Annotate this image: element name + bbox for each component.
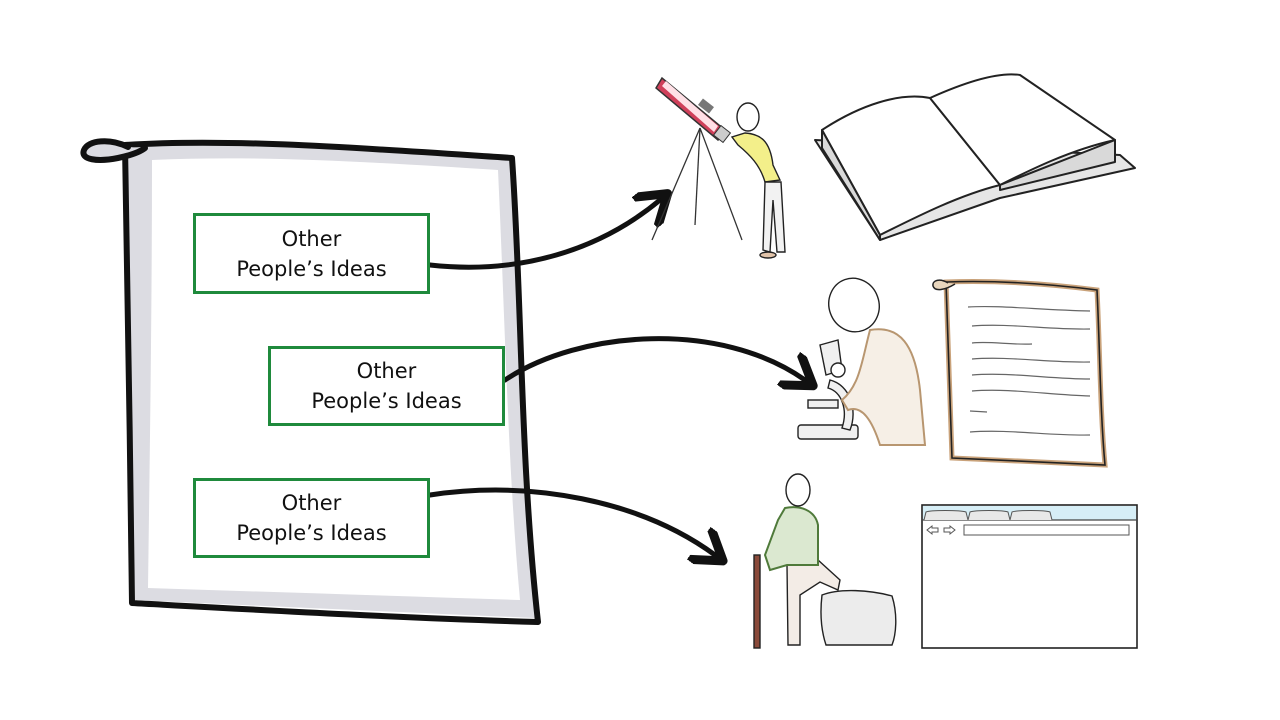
forward-arrow-icon <box>943 524 956 536</box>
browser-tab-2 <box>967 510 1011 521</box>
idea-box-line1: Other <box>356 359 417 383</box>
scroll-curl <box>80 138 148 163</box>
web-browser-window <box>921 504 1138 649</box>
idea-box-line1: Other <box>281 491 342 515</box>
idea-box-3: Other People’s Ideas <box>193 478 430 558</box>
microscope <box>797 339 859 440</box>
astronomer <box>730 102 786 259</box>
idea-box-2: Other People’s Ideas <box>268 346 505 426</box>
arrow-to-explorer <box>427 487 715 555</box>
explorer-head <box>785 473 811 507</box>
tripod <box>651 127 743 241</box>
astronomer-with-telescope <box>651 76 786 259</box>
browser-tab-3 <box>1009 510 1053 521</box>
idea-box-line2: People’s Ideas <box>236 256 387 281</box>
rock <box>820 589 897 646</box>
walking-stick <box>753 554 761 649</box>
scientist-with-microscope <box>797 277 927 446</box>
idea-box-line2: People’s Ideas <box>311 389 462 413</box>
address-bar <box>963 524 1130 536</box>
written-scroll <box>932 278 1108 468</box>
scroll-outline <box>122 139 541 625</box>
explorer-on-rock <box>753 473 897 649</box>
idea-box-line2: People’s Ideas <box>236 521 387 545</box>
idea-box-1: Other People’s Ideas <box>193 213 430 294</box>
explorer-legs <box>786 559 841 646</box>
arrow-to-telescope <box>427 200 660 270</box>
browser-tab-1 <box>923 510 969 521</box>
open-book <box>814 73 1136 241</box>
back-arrow-icon <box>926 524 939 536</box>
arrow-to-microscope <box>502 336 805 380</box>
idea-box-line1: Other <box>281 226 342 251</box>
explorer-shirt <box>763 506 819 572</box>
scroll-text-lines <box>967 305 1091 436</box>
telescope <box>655 76 732 144</box>
scientist <box>828 277 927 446</box>
